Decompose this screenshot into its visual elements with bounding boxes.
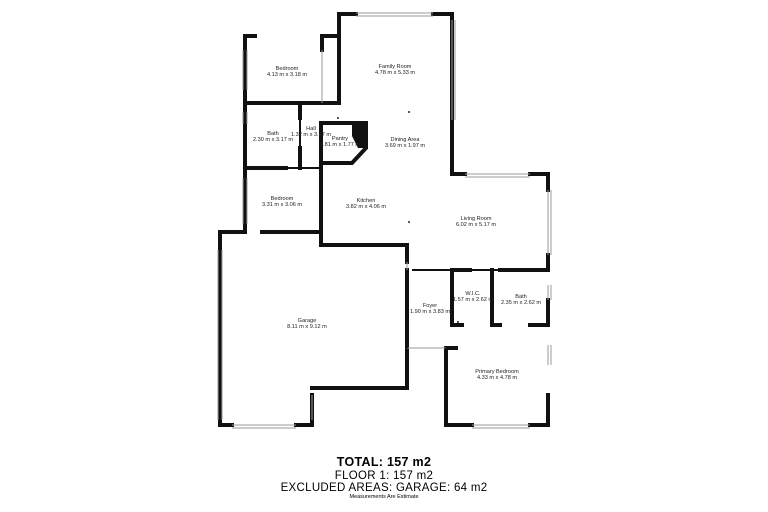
- room-name-hall: Hall: [306, 126, 316, 132]
- room-dims-kitchen: 3.82 m x 4.06 m: [346, 204, 386, 210]
- room-dims-bath-2: 2.35 m x 2.62 m: [501, 300, 541, 306]
- room-dims-bedroom-2: 3.31 m x 3.06 m: [262, 202, 302, 208]
- marker-dot: [408, 221, 410, 223]
- room-dims-dining-area: 3.69 m x 1.97 m: [385, 143, 425, 149]
- windows: [217, 12, 552, 429]
- marker-dot: [408, 111, 410, 113]
- marker-dot: [337, 117, 339, 119]
- room-name-garage: Garage: [298, 318, 317, 324]
- room-name-pantry: Pantry: [332, 136, 348, 142]
- room-labels: Bedroom 4.13 m x 3.18 m Family Room 4.78…: [253, 64, 541, 381]
- floor-area: FLOOR 1: 157 m2: [334, 469, 434, 482]
- room-dims-wic: 1.57 m x 2.62 m: [453, 297, 493, 303]
- room-name-wic: W.I.C.: [465, 291, 481, 297]
- markers: [337, 111, 459, 323]
- room-dims-foyer: 1.90 m x 3.83 m: [410, 309, 450, 315]
- room-name-bath-1: Bath: [267, 131, 279, 137]
- room-dims-bedroom-1: 4.13 m x 3.18 m: [267, 72, 307, 78]
- room-name-foyer: Foyer: [423, 303, 437, 309]
- room-name-primary-bedroom: Primary Bedroom: [475, 369, 519, 375]
- excluded-area: EXCLUDED AREAS: GARAGE: 64 m2: [280, 481, 488, 494]
- measurement-note: Measurements Are Estimate: [349, 494, 419, 501]
- room-dims-family-room: 4.78 m x 5.33 m: [375, 70, 415, 76]
- room-dims-primary-bedroom: 4.33 m x 4.78 m: [477, 375, 517, 381]
- area-summary: TOTAL: 157 m2 FLOOR 1: 157 m2 EXCLUDED A…: [0, 455, 768, 501]
- room-dims-garage: 8.11 m x 9.12 m: [287, 324, 327, 330]
- room-dims-bath-1: 2.30 m x 3.17 m: [253, 137, 293, 143]
- room-dims-living-room: 6.02 m x 5.17 m: [456, 222, 496, 228]
- room-dims-hall: 1.32 m x 3.17 m: [291, 132, 331, 138]
- room-name-bath-2: Bath: [515, 294, 527, 300]
- room-name-kitchen: Kitchen: [357, 198, 376, 204]
- total-area: TOTAL: 157 m2: [336, 455, 432, 469]
- pantry-corner-marker: [352, 123, 366, 148]
- room-name-dining-area: Dining Area: [391, 137, 421, 143]
- room-name-living-room: Living Room: [460, 216, 491, 222]
- partitions: [286, 118, 548, 425]
- room-dims-pantry: 1.81 m x 1.77 m: [320, 142, 360, 148]
- room-name-family-room: Family Room: [379, 64, 412, 70]
- marker-dot: [457, 321, 459, 323]
- room-name-bedroom-2: Bedroom: [271, 196, 294, 202]
- room-name-bedroom-1: Bedroom: [276, 66, 299, 72]
